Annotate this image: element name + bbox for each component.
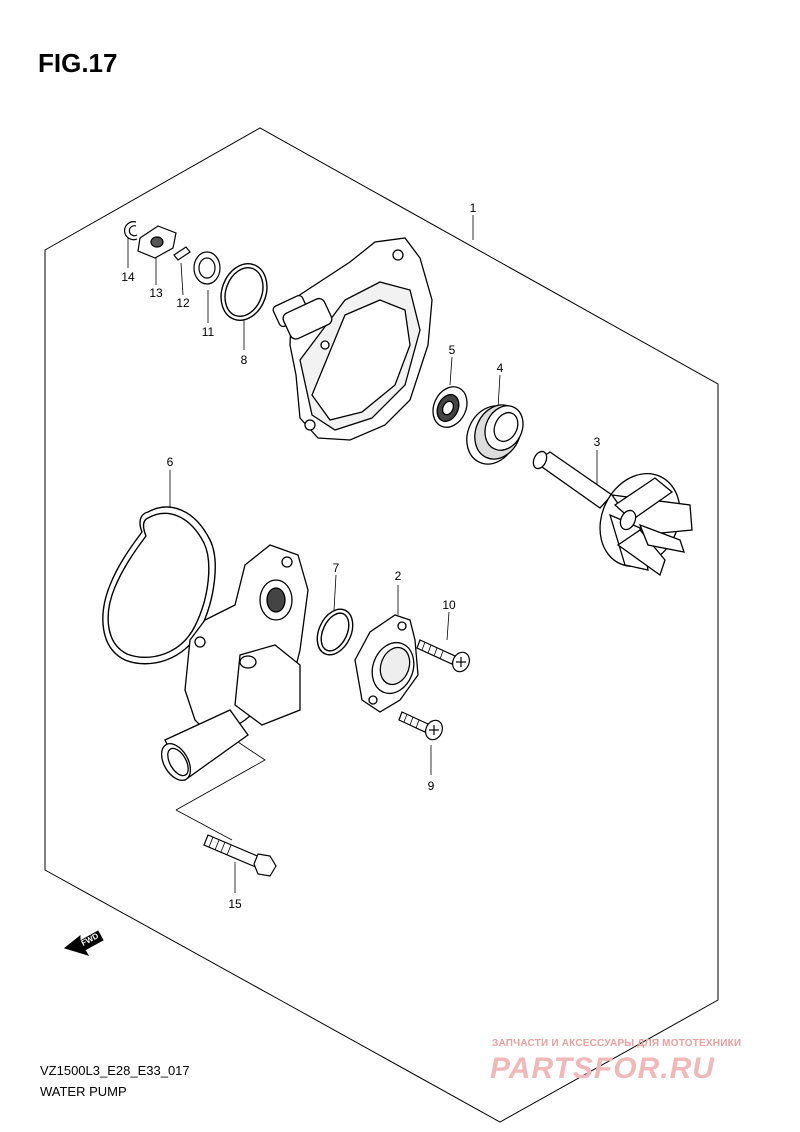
bolt-part <box>203 834 277 877</box>
leader-lines <box>127 215 598 893</box>
fwd-arrow-icon: FWD <box>63 930 104 956</box>
watermark-tagline: ЗАПЧАСТИ И АКСЕССУАРЫ ДЛЯ МОТОТЕХНИКИ <box>492 1038 742 1049</box>
oil-seal-part <box>432 386 468 428</box>
screw-long-part <box>416 639 470 673</box>
callout-6: 6 <box>167 455 174 469</box>
circlip-part <box>124 221 138 241</box>
mechanical-seal-part <box>466 404 524 465</box>
callout-1: 1 <box>470 201 477 215</box>
o-ring-small-part <box>316 608 354 656</box>
pump-body-part <box>272 237 433 441</box>
callout-5: 5 <box>449 343 456 357</box>
cover-gasket-part <box>102 506 216 665</box>
callout-3: 3 <box>594 435 601 449</box>
screw-short-part <box>398 711 443 741</box>
callout-11: 11 <box>202 325 215 339</box>
callout-10: 10 <box>442 598 456 612</box>
callout-12: 12 <box>176 296 190 310</box>
callout-9: 9 <box>428 779 435 793</box>
callout-2: 2 <box>395 569 402 583</box>
watermark-logo: PARTSFOR.RU <box>490 1052 715 1085</box>
callout-13: 13 <box>149 286 163 300</box>
callout-14: 14 <box>121 270 135 284</box>
inlet-fitting-part <box>354 614 419 713</box>
o-ring-large-part <box>220 263 268 321</box>
callout-7: 7 <box>333 561 340 575</box>
callout-4: 4 <box>497 361 504 375</box>
washer-part <box>193 251 221 285</box>
figure-title: FIG.17 <box>38 48 118 78</box>
pump-cover-part <box>160 544 309 781</box>
pin-part <box>173 246 191 261</box>
impeller-part <box>532 450 693 577</box>
callout-8: 8 <box>241 353 248 367</box>
model-code: VZ1500L3_E28_E33_017 <box>40 1063 190 1078</box>
section-name: WATER PUMP <box>40 1084 127 1099</box>
assembly-outline <box>44 127 719 1123</box>
callout-15: 15 <box>228 897 242 911</box>
drive-plate-part <box>137 225 177 259</box>
callout-labels: 1 2 3 4 5 6 7 8 9 10 11 12 13 14 15 <box>121 201 600 911</box>
